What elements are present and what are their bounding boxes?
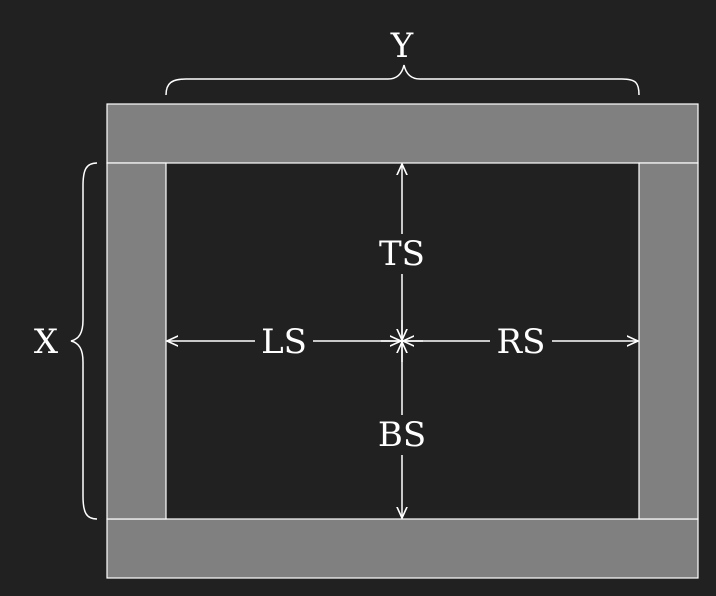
- bs-backdrop: [374, 415, 430, 455]
- bs-label: BS: [378, 415, 426, 455]
- bottom-panel: [106, 518, 699, 579]
- rs-label: RS: [497, 322, 546, 362]
- y-label: Y: [390, 26, 414, 66]
- top-panel: [106, 103, 699, 164]
- top-brace: [165, 64, 640, 96]
- ls-backdrop: [255, 322, 313, 362]
- ls-label: LS: [261, 322, 307, 362]
- ts-backdrop: [374, 234, 430, 274]
- label-backdrops: [255, 234, 552, 455]
- frame-panels: [106, 103, 699, 579]
- left-brace: [70, 162, 98, 520]
- ts-label: TS: [379, 234, 425, 274]
- rs-backdrop: [490, 322, 552, 362]
- left-panel: [106, 162, 167, 520]
- right-panel: [638, 162, 699, 520]
- x-label: X: [34, 322, 59, 362]
